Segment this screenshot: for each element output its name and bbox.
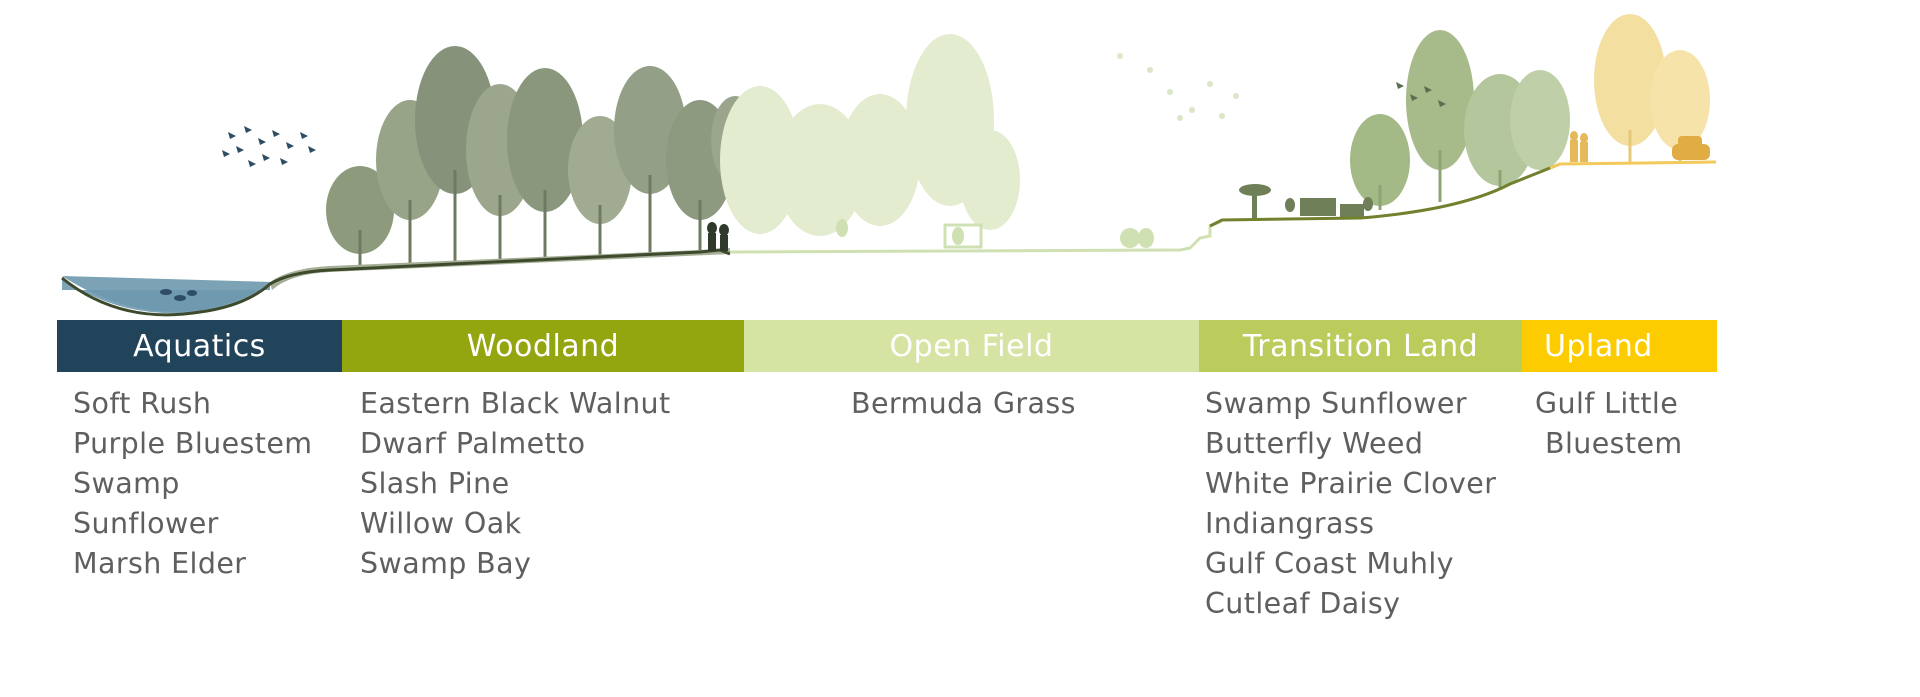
open-field-trees	[720, 34, 1020, 236]
plant-item: Swamp	[73, 467, 180, 500]
zone-label: Woodland	[466, 328, 620, 364]
plant-item: Dwarf Palmetto	[360, 427, 586, 460]
plant-item: Bermuda Grass	[851, 387, 1076, 420]
plant-item: Butterfly Weed	[1205, 427, 1424, 460]
transition-ground-line	[1209, 162, 1561, 228]
birds-icon	[1396, 82, 1446, 107]
zone-label: Aquatics	[133, 328, 266, 364]
upland-trees	[1594, 14, 1710, 162]
plant-item: White Prairie Clover	[1205, 467, 1497, 500]
plant-item: Willow Oak	[360, 507, 522, 540]
fish-icon	[160, 289, 197, 301]
plant-item: Gulf Little	[1535, 387, 1679, 420]
landscape-section-illustration	[61, 14, 1717, 317]
plant-list-aquatics: Soft Rush Purple Bluestem Swamp Sunflowe…	[73, 384, 312, 584]
plant-item: Swamp Sunflower	[1205, 387, 1467, 420]
birds-icon	[222, 126, 316, 167]
upland-ground-line	[1549, 160, 1717, 170]
people-icon	[707, 222, 729, 251]
open-field-figures	[836, 219, 1154, 249]
plant-item: Cutleaf Daisy	[1205, 587, 1401, 620]
zone-bar-open-field: Open Field	[744, 320, 1199, 372]
playground-icon	[1239, 184, 1373, 218]
woodland-ground-line	[61, 248, 731, 317]
zone-label: Upland	[1544, 328, 1653, 364]
transition-trees	[1350, 30, 1570, 210]
plant-list-open-field: Bermuda Grass	[851, 384, 1076, 424]
zone-bar-upland: Upland	[1522, 320, 1717, 372]
leaves-icon	[1117, 53, 1239, 121]
plant-item: Purple Bluestem	[73, 427, 313, 460]
plant-item: Gulf Coast Muhly	[1205, 547, 1454, 580]
zone-label: Open Field	[889, 328, 1054, 364]
car-icon	[1672, 136, 1710, 160]
plant-list-woodland: Eastern Black Walnut Dwarf Palmetto Slas…	[360, 384, 671, 584]
plant-item: Soft Rush	[73, 387, 212, 420]
plant-list-transition-land: Swamp Sunflower Butterfly Weed White Pra…	[1205, 384, 1496, 624]
plant-item: Slash Pine	[360, 467, 510, 500]
zone-bar-aquatics: Aquatics	[57, 320, 342, 372]
people-icon	[1570, 131, 1588, 162]
plant-item: Indiangrass	[1205, 507, 1375, 540]
woodland-trees	[270, 46, 759, 290]
zone-bar-woodland: Woodland	[342, 320, 744, 372]
plant-item: Eastern Black Walnut	[360, 387, 671, 420]
plant-item: Sunflower	[73, 507, 219, 540]
plant-item: Bluestem	[1545, 427, 1683, 460]
zone-label: Transition Land	[1242, 328, 1479, 364]
plant-item: Swamp Bay	[360, 547, 532, 580]
plant-list-upland: Gulf Little Bluestem	[1535, 384, 1683, 464]
zone-bar-transition-land: Transition Land	[1199, 320, 1522, 372]
plant-item: Marsh Elder	[73, 547, 247, 580]
